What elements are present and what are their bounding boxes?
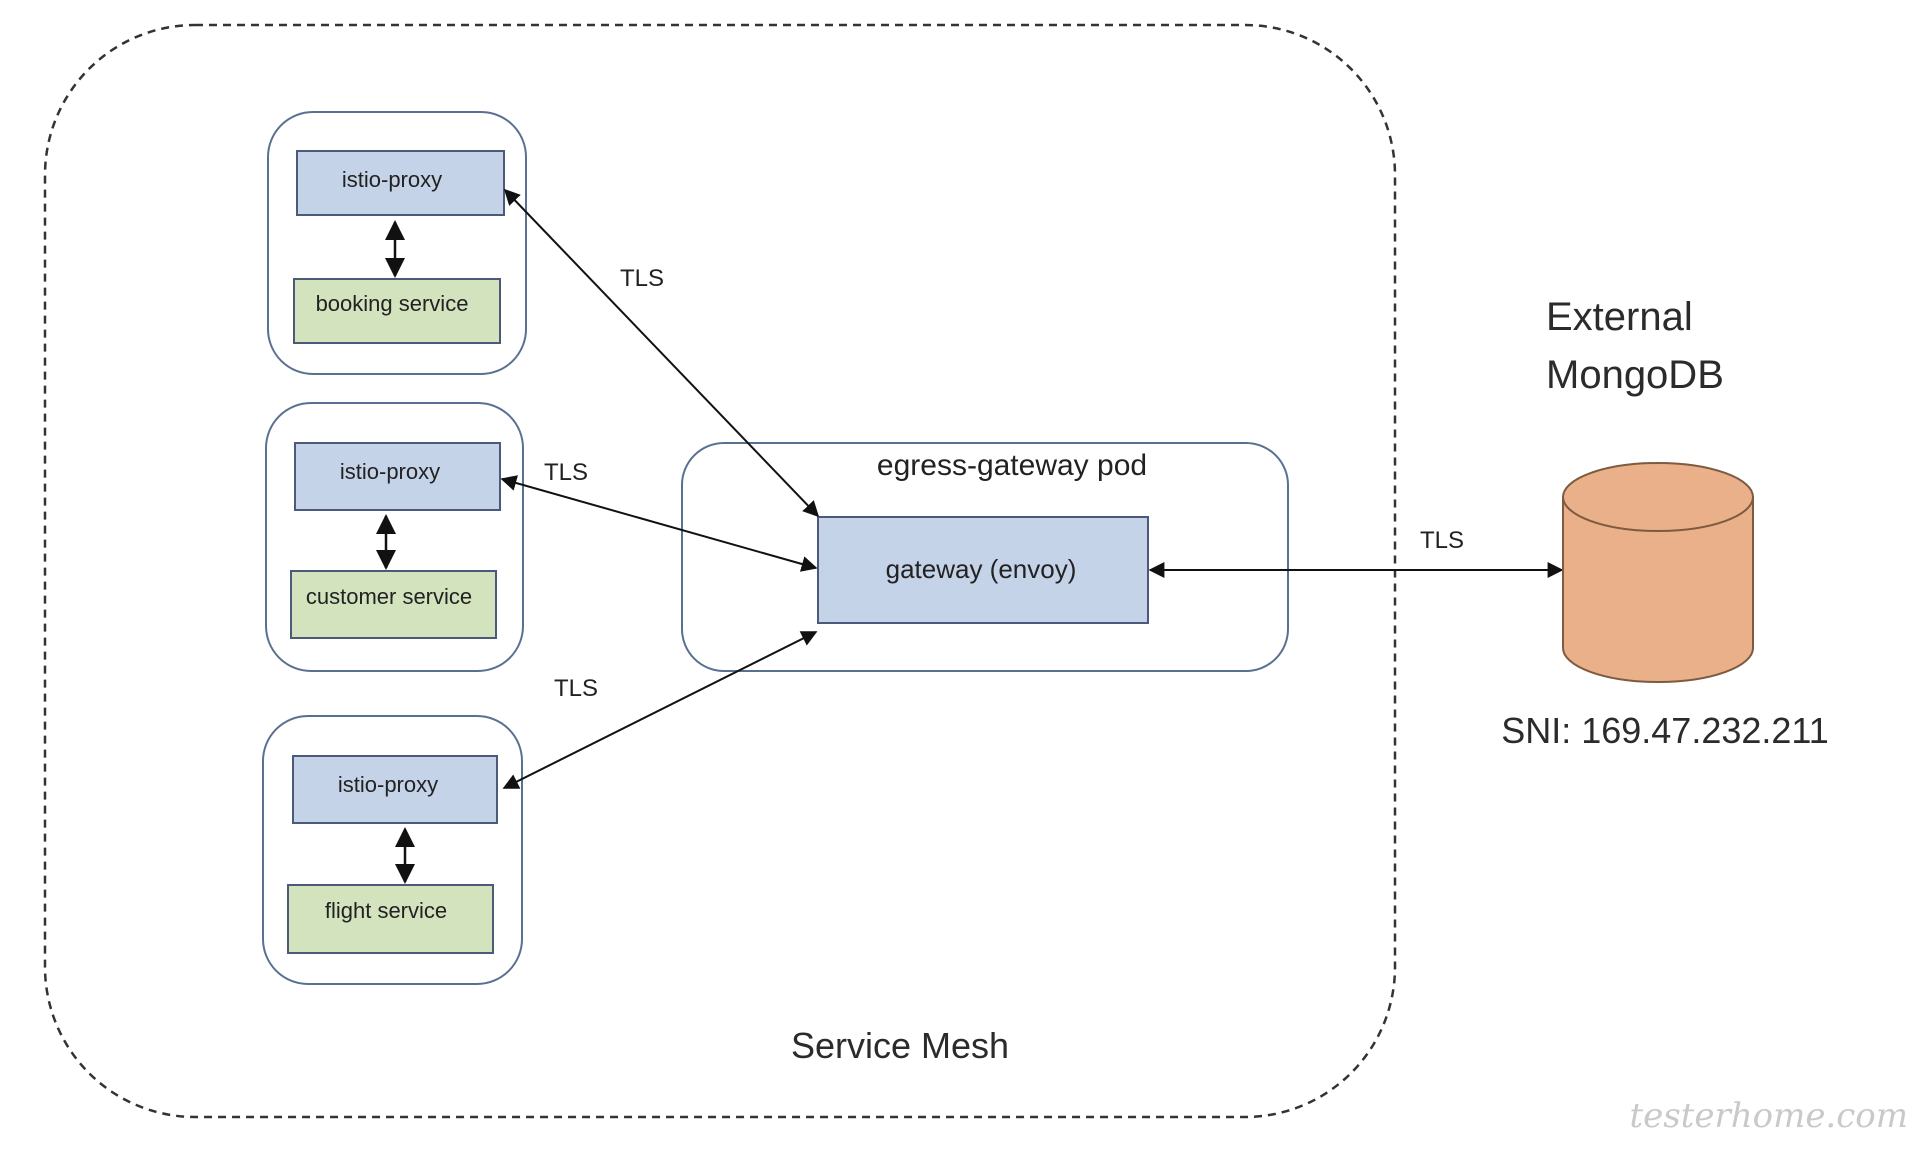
flight-tls-label: TLS [554, 675, 598, 702]
flight-service-label: flight service [325, 898, 447, 923]
gateway-box [817, 516, 1149, 624]
service-mesh-label: Service Mesh [791, 1025, 1009, 1066]
external-tls-label: TLS [1420, 527, 1464, 554]
customer-proxy-label: istio-proxy [340, 459, 440, 484]
flight-tls-arrow [502, 631, 818, 789]
external-title-line1: External [1546, 295, 1693, 339]
customer-proxy-box [294, 442, 501, 511]
flight-pod: istio-proxy flight service [262, 715, 523, 985]
customer-pod: istio-proxy customer service [265, 402, 524, 672]
booking-pod: istio-proxy booking service [267, 111, 527, 375]
egress-pod-label: egress-gateway pod [877, 449, 1147, 482]
booking-service-label: booking service [316, 291, 469, 316]
customer-service-box [290, 570, 497, 639]
customer-tls-arrow [500, 475, 818, 572]
customer-service-label: customer service [306, 584, 472, 609]
flight-proxy-label: istio-proxy [338, 772, 438, 797]
gateway-label: gateway (envoy) [886, 554, 1077, 584]
booking-service-box [293, 278, 501, 344]
booking-tls-arrow [503, 188, 820, 518]
watermark: testerhome.com [1629, 1096, 1908, 1136]
flight-service-box [287, 884, 494, 954]
mongodb-database-icon [1562, 462, 1754, 683]
egress-gateway-pod: egress-gateway pod gateway (envoy) [681, 442, 1289, 672]
booking-proxy-label: istio-proxy [342, 167, 442, 192]
booking-proxy-box [296, 150, 505, 216]
external-title-line2: MongoDB [1546, 353, 1724, 397]
flight-proxy-box [292, 755, 498, 824]
sni-label: SNI: 169.47.232.211 [1501, 710, 1829, 751]
customer-tls-label: TLS [544, 459, 588, 486]
booking-tls-label: TLS [620, 265, 664, 292]
